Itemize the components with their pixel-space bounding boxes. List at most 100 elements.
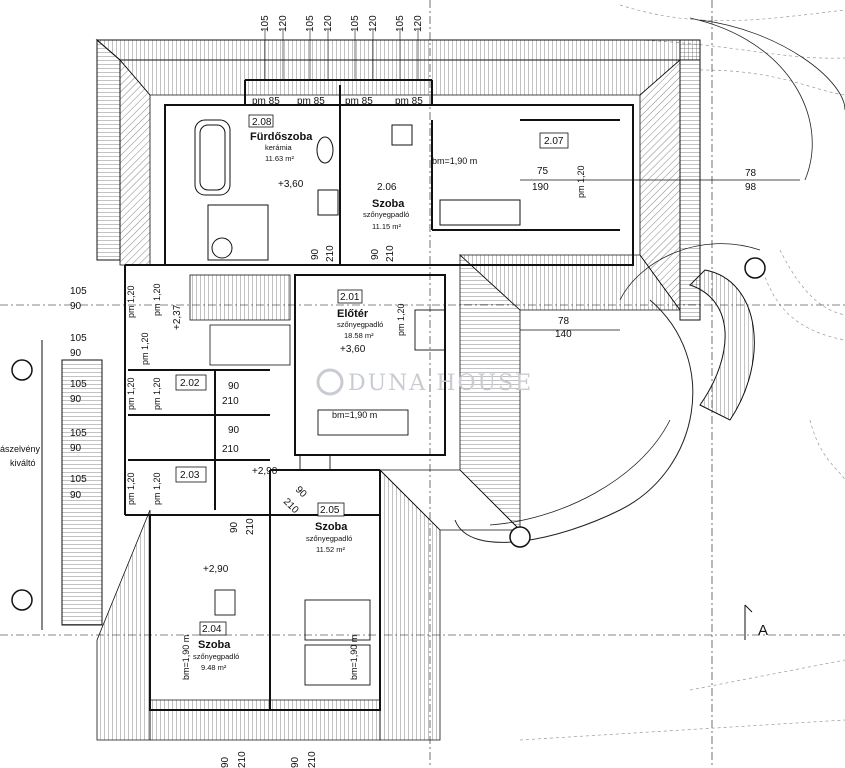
- svg-text:18.58 m²: 18.58 m²: [344, 331, 374, 340]
- svg-text:210: 210: [385, 245, 396, 262]
- svg-text:210: 210: [307, 751, 318, 768]
- svg-text:2.04: 2.04: [202, 624, 222, 635]
- svg-text:Szoba: Szoba: [372, 198, 405, 210]
- svg-text:210: 210: [281, 496, 301, 516]
- left-dimensions: 105 90 105 90 105 90 105 90 105 90 ászel…: [0, 286, 87, 501]
- svg-text:11.15 m²: 11.15 m²: [372, 222, 402, 231]
- svg-text:9.48 m²: 9.48 m²: [201, 663, 227, 672]
- svg-text:bm=1,90 m: bm=1,90 m: [181, 635, 191, 680]
- svg-text:A: A: [758, 622, 768, 639]
- svg-text:2.05: 2.05: [320, 505, 340, 516]
- room-2-04: 2.04 Szoba szőnyegpadló 9.48 m² +2,90 bm…: [181, 564, 239, 680]
- svg-text:bm=1,90 m: bm=1,90 m: [432, 156, 477, 166]
- watermark: DUNA HOUSE: [316, 368, 533, 396]
- svg-text:szőnyegpadló: szőnyegpadló: [337, 320, 383, 329]
- svg-text:210: 210: [222, 396, 239, 407]
- svg-text:11.52 m²: 11.52 m²: [316, 545, 346, 554]
- svg-text:pm 1,20: pm 1,20: [152, 377, 162, 410]
- svg-text:pm 1,20: pm 1,20: [126, 285, 136, 318]
- svg-text:11.63 m²: 11.63 m²: [265, 154, 295, 163]
- svg-text:pm 1,20: pm 1,20: [396, 303, 406, 336]
- svg-text:pm 1,20: pm 1,20: [126, 377, 136, 410]
- top-dim-2: 120: [278, 15, 289, 32]
- room-2-06: 2.06 Szoba szőnyegpadló 11.15 m² bm=1,90…: [363, 156, 477, 231]
- svg-text:210: 210: [245, 518, 256, 535]
- svg-text:105: 105: [70, 474, 87, 485]
- svg-text:pm 1,20: pm 1,20: [152, 283, 162, 316]
- room-2-01: 2.01 Előtér szőnyegpadló 18.58 m² +3,60 …: [332, 289, 406, 420]
- svg-text:bm=1,90 m: bm=1,90 m: [332, 410, 377, 420]
- room-2-03: 2.03: [175, 466, 207, 483]
- svg-text:Előtér: Előtér: [337, 308, 369, 320]
- svg-text:75: 75: [537, 166, 549, 177]
- svg-text:190: 190: [532, 182, 549, 193]
- svg-text:pm 1,20: pm 1,20: [152, 472, 162, 505]
- svg-text:Szoba: Szoba: [315, 521, 348, 533]
- pm-label-2: pm 85: [297, 96, 325, 107]
- top-dim-6: 120: [368, 15, 379, 32]
- svg-text:98: 98: [745, 182, 757, 193]
- svg-text:Szoba: Szoba: [198, 639, 231, 651]
- svg-text:90: 90: [70, 490, 82, 501]
- svg-text:pm 1,20: pm 1,20: [140, 332, 150, 365]
- svg-text:2.02: 2.02: [180, 378, 200, 389]
- top-dim-1: 105: [260, 15, 271, 32]
- top-dim-3: 105: [305, 15, 316, 32]
- pm-labels: pm 85 pm 85 pm 85 pm 85: [252, 96, 423, 107]
- top-dim-5: 105: [350, 15, 361, 32]
- pm-label-3: pm 85: [345, 96, 373, 107]
- svg-text:210: 210: [222, 444, 239, 455]
- top-dim-7: 105: [395, 15, 406, 32]
- svg-text:90: 90: [290, 756, 301, 768]
- svg-text:ászelvény: ászelvény: [0, 444, 41, 454]
- svg-text:pm 1,20: pm 1,20: [576, 165, 586, 198]
- pm-label-1: pm 85: [252, 96, 280, 107]
- svg-text:78: 78: [745, 168, 757, 179]
- svg-text:90: 90: [293, 484, 309, 500]
- top-dim-8: 120: [413, 15, 424, 32]
- svg-text:szőnyegpadló: szőnyegpadló: [306, 534, 352, 543]
- level-hall: +2,90: [252, 466, 278, 477]
- svg-text:2.03: 2.03: [180, 470, 200, 481]
- svg-text:105: 105: [70, 333, 87, 344]
- svg-text:90: 90: [370, 248, 381, 260]
- svg-text:90: 90: [70, 301, 82, 312]
- svg-text:78: 78: [558, 316, 570, 327]
- section-marker: A: [744, 604, 768, 640]
- terrain-contours: [519, 4, 845, 741]
- pm-label-4: pm 85: [395, 96, 423, 107]
- left-balcony: [11, 257, 766, 630]
- svg-text:140: 140: [555, 329, 572, 340]
- room-2-05: 2.05 Szoba szőnyegpadló 11.52 m² bm=1,90…: [306, 502, 359, 680]
- svg-text:bm=1,90 m: bm=1,90 m: [349, 635, 359, 680]
- svg-text:+3,60: +3,60: [340, 344, 366, 355]
- svg-text:szőnyegpadló: szőnyegpadló: [363, 210, 409, 219]
- svg-text:szőnyegpadló: szőnyegpadló: [193, 652, 239, 661]
- straight-stair: [189, 274, 291, 366]
- hall-furniture: [214, 309, 446, 686]
- top-dimensions: 105 120 105 120 105 120 105 120: [260, 15, 424, 32]
- level-stair: +2,37: [172, 304, 183, 330]
- svg-text:90: 90: [310, 248, 321, 260]
- svg-text:2.01: 2.01: [340, 292, 360, 303]
- room-2-02: 2.02: [175, 374, 207, 391]
- door-dimensions: 90 210 90 210 90 210 90 210 90 210 90 21…: [220, 245, 396, 768]
- svg-text:90: 90: [70, 348, 82, 359]
- svg-text:90: 90: [70, 443, 82, 454]
- svg-text:+2,90: +2,90: [203, 564, 229, 575]
- svg-text:105: 105: [70, 379, 87, 390]
- svg-text:90: 90: [228, 425, 240, 436]
- svg-text:90: 90: [70, 394, 82, 405]
- svg-text:90: 90: [228, 381, 240, 392]
- svg-text:2.06: 2.06: [377, 182, 397, 193]
- top-dim-lines: [264, 30, 419, 80]
- svg-text:kerámia: kerámia: [265, 143, 293, 152]
- svg-text:+3,60: +3,60: [278, 179, 304, 190]
- left-column-pm: pm 1,20 pm 1,20 pm 1,20 pm 1,20 pm 1,20 …: [126, 283, 162, 505]
- room-2-07: 2.07 pm 1,20 75 190 78 98 78 140: [532, 132, 757, 340]
- svg-text:105: 105: [70, 286, 87, 297]
- bathroom-fixtures: [194, 119, 521, 261]
- svg-text:DUNA HOUSE: DUNA HOUSE: [348, 371, 533, 396]
